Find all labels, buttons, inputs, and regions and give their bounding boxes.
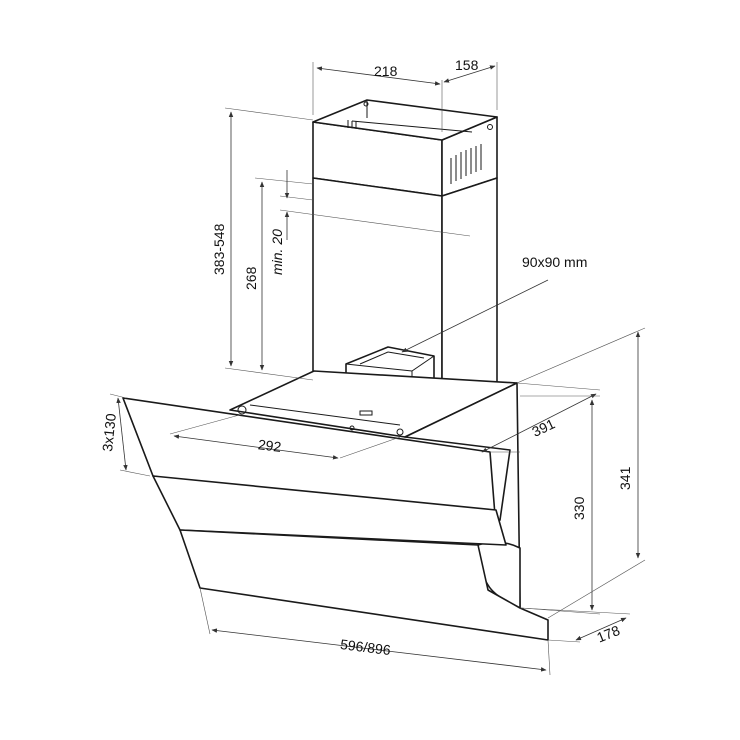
label-duct-size: 90x90 mm [522,254,587,270]
dimension-canopy-depth [481,382,601,453]
label-hood-width: 596/896 [339,636,391,658]
glass-panel-middle [152,475,507,546]
label-inner-height: 268 [243,266,259,290]
dimension-chimney-height [224,107,314,381]
label-base-width: 292 [257,436,282,455]
dimension-chimney-width [312,62,443,132]
duct-leader-line [401,279,549,353]
label-chimney-height: 383-548 [211,223,227,275]
chimney-upper [312,99,498,197]
dimension-hood-width [199,587,551,676]
dimension-glass-panels [109,393,151,477]
dimension-base-width [169,413,401,460]
vent-slots-icon [450,144,482,184]
label-min-clearance: min. 20 [269,229,285,275]
dimension-bottom-depth [519,607,631,643]
dimension-inner-height [254,177,314,371]
glass-panel-bottom [179,529,549,641]
label-chimney-depth: 158 [455,57,479,73]
dimension-chimney-depth [443,62,498,110]
dimension-min-clearance [279,170,471,240]
label-glass-panels: 3x130 [99,412,119,452]
label-body-height: 330 [571,496,587,520]
label-bottom-depth: 178 [594,622,622,646]
dimension-total-height [516,327,646,619]
label-canopy-depth: 391 [529,415,557,439]
label-chimney-width: 218 [374,63,398,79]
label-total-height: 341 [617,466,633,490]
side-vent-icon [347,120,357,128]
